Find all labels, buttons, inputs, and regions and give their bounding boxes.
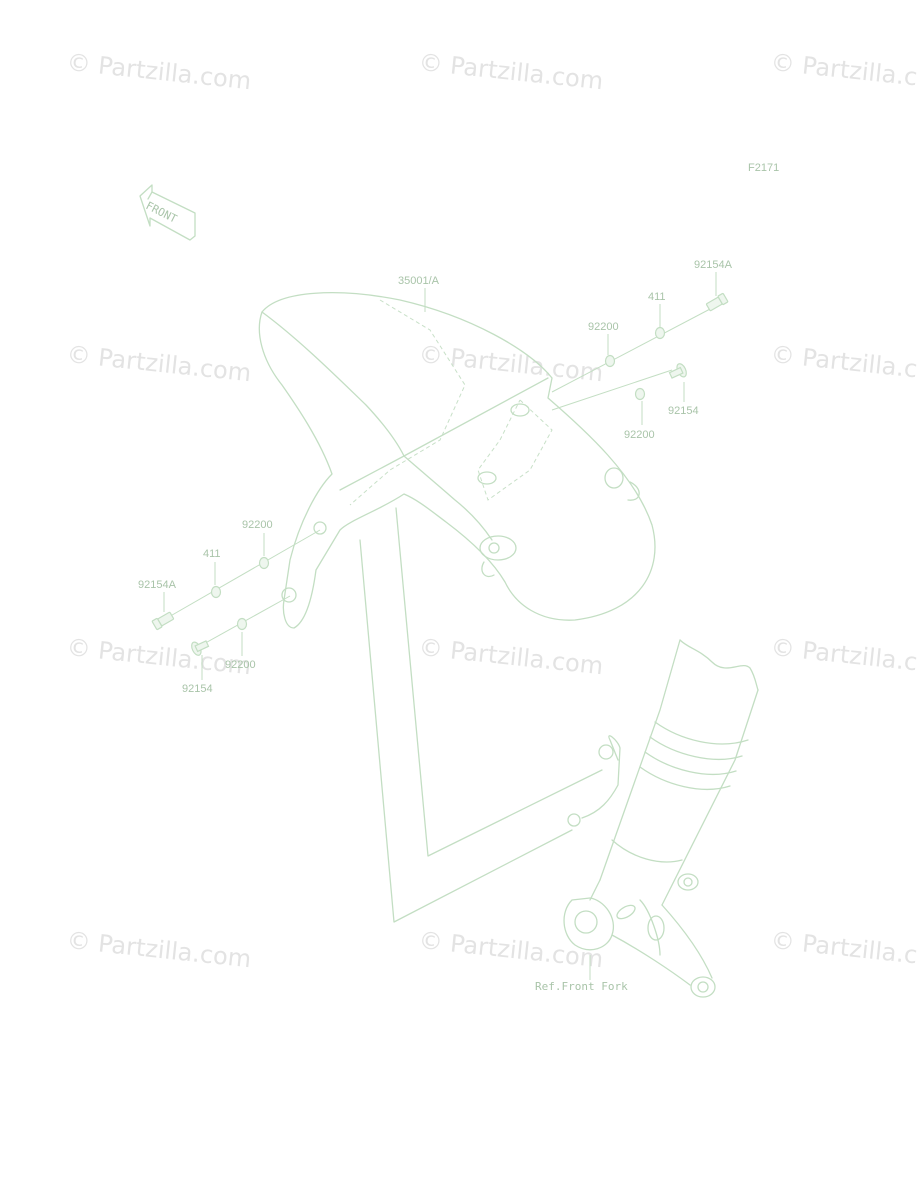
watermark-2: © Partzilla.com [417, 48, 604, 95]
bolt-92154-left [191, 640, 210, 656]
watermark-10: © Partzilla.com [65, 926, 252, 973]
bolt-92154-right [668, 363, 687, 379]
watermark-6: © Partzilla.com [769, 340, 917, 387]
watermark-4: © Partzilla.com [65, 340, 252, 387]
label-92154A-left: 92154A [138, 579, 177, 591]
watermark-3: © Partzilla.com [769, 48, 917, 95]
watermark-7: © Partzilla.com [65, 633, 252, 680]
front-fork [563, 639, 759, 998]
watermark-8: © Partzilla.com [417, 633, 604, 680]
figure-id: F2171 [748, 162, 779, 174]
washer-92200-right-upper [604, 354, 616, 368]
label-92200-right-lower: 92200 [624, 429, 655, 441]
watermark-9: © Partzilla.com [769, 633, 917, 680]
watermarks: © Partzilla.com © Partzilla.com © Partzi… [65, 48, 917, 973]
bolt-92154A-left [151, 611, 175, 631]
watermark-1: © Partzilla.com [65, 48, 252, 95]
washer-92200-left-lower [236, 617, 248, 631]
label-92154-right: 92154 [668, 405, 699, 417]
bolt-92154A-right [705, 292, 729, 312]
washer-411-right [654, 326, 666, 340]
label-ref-front-fork: Ref.Front Fork [535, 980, 628, 993]
left-hardware [151, 529, 321, 680]
right-hardware [424, 272, 729, 425]
label-411-left: 411 [203, 548, 221, 560]
watermark-11: © Partzilla.com [417, 926, 604, 973]
label-92200-left-lower: 92200 [225, 659, 256, 671]
label-92200-left-upper: 92200 [242, 519, 273, 531]
front-fender [258, 292, 656, 629]
label-411-right: 411 [648, 291, 666, 303]
bracket-ref-lines [359, 507, 603, 923]
label-92154A-right: 92154A [694, 259, 733, 271]
label-92200-right-upper: 92200 [588, 321, 619, 333]
front-arrow-icon: FRONT [139, 184, 196, 241]
washer-92200-left-upper [258, 556, 270, 570]
part-labels: 35001/A 92154A 411 92200 92154 92200 922… [138, 259, 733, 993]
watermark-5: © Partzilla.com [417, 340, 604, 387]
label-35001A: 35001/A [398, 275, 440, 287]
label-92154-left: 92154 [182, 683, 213, 695]
washer-92200-right-lower [634, 387, 646, 401]
watermark-12: © Partzilla.com [769, 926, 917, 973]
washer-411-left [210, 585, 222, 599]
